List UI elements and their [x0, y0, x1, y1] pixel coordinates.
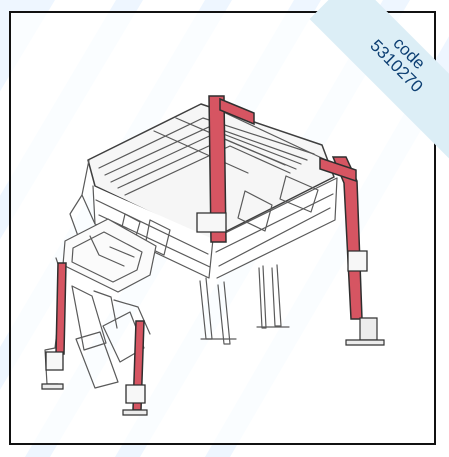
stand-frame-drawing-icon [41, 95, 385, 416]
